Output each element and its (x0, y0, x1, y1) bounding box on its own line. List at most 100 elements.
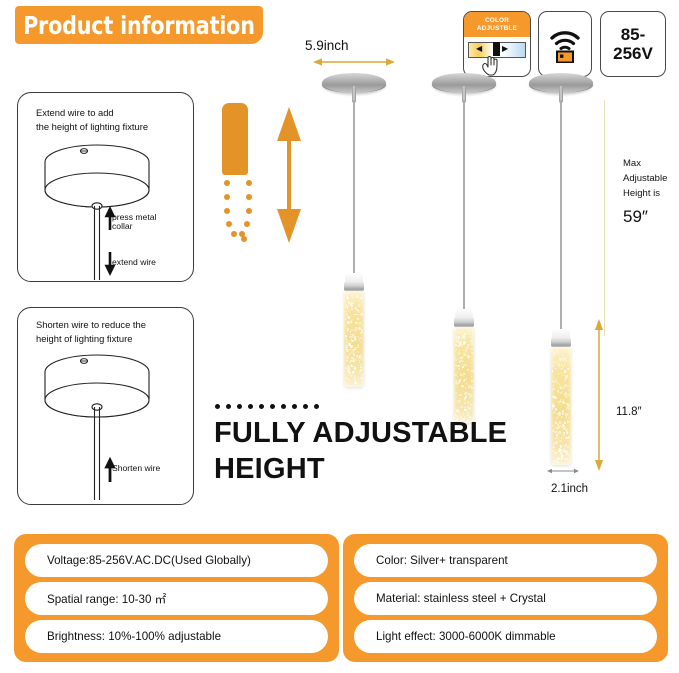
crystal-bubble (462, 366, 464, 368)
crystal-bubble (554, 458, 555, 459)
crystal-bubble (356, 338, 358, 340)
badge-color-line2: ADJUSTBLE (477, 25, 517, 33)
crystal-bubble (565, 396, 566, 397)
crystal-bubble (465, 396, 467, 398)
crystal-bubble (555, 408, 558, 411)
crystal-bubble (464, 339, 465, 340)
crystal-bubble (360, 332, 362, 334)
spec-item-material: Material: stainless steel + Crystal (354, 582, 657, 615)
crystal-bubble (468, 357, 469, 358)
crystal-bubble (472, 410, 474, 412)
crystal-bubble (354, 330, 355, 331)
crystal-bubble (565, 375, 568, 378)
crystal-bubble (347, 340, 348, 341)
crystal-bubble (349, 336, 350, 337)
crystal-bubble (353, 316, 354, 317)
crystal-bubble (470, 348, 472, 350)
crystal-bubble (351, 305, 353, 307)
crystal-bubble (464, 333, 466, 335)
crystal-bubble (470, 366, 472, 368)
orange-dot (226, 221, 232, 227)
crystal-bubble (470, 404, 471, 405)
crystal-bubble (553, 385, 554, 386)
page-title: Product information (23, 11, 255, 40)
crystal-bubble (345, 335, 347, 337)
crystal-bubble (562, 387, 564, 389)
crystal-bubble (461, 332, 463, 334)
headline-dot (270, 404, 275, 409)
crystal-bubble (562, 435, 564, 437)
crystal-bubble (456, 349, 457, 350)
crystal-bubble (567, 385, 569, 387)
headline-dot (303, 404, 308, 409)
spec-panel-right: Color: Silver+ transparent Material: sta… (343, 534, 668, 662)
crystal-bubble (354, 314, 355, 315)
spec-panel-left: Voltage:85-256V.AC.DC(Used Globally) Spa… (14, 534, 339, 662)
crystal-bubble (556, 455, 557, 456)
crystal-bubble (357, 300, 358, 301)
crystal-bubble (362, 325, 364, 327)
crystal-bubble (471, 330, 473, 332)
crystal-bubble (355, 359, 357, 361)
crystal-bubble (563, 365, 565, 367)
crystal-bubble (568, 421, 570, 423)
orange-dot (244, 221, 250, 227)
crystal-bubble (463, 350, 464, 351)
crystal-bubble (464, 342, 466, 344)
crystal-bubble (555, 431, 557, 433)
crystal-bubble (466, 382, 468, 384)
crystal-bubble (568, 410, 569, 411)
badge-voltage-text: 85-256V (613, 25, 653, 63)
crystal-bubble (559, 358, 562, 361)
arrow-shade-height-icon (592, 318, 606, 472)
crystal-bubble (353, 353, 355, 355)
dimension-canopy-width: 5.9inch (305, 38, 349, 53)
crystal-bubble (558, 428, 559, 429)
crystal-bubble (558, 365, 560, 367)
label-press-collar: collar (112, 221, 133, 231)
crystal-bubble (552, 370, 554, 372)
crystal-bubble (553, 443, 555, 445)
crystal-bubble (459, 394, 462, 397)
crystal-bubble (456, 396, 457, 397)
crystal-bubble (567, 437, 569, 439)
crystal-bubble (559, 404, 560, 405)
crystal-bubble (472, 333, 473, 334)
orange-dot (231, 231, 237, 237)
crystal-bubble (355, 322, 357, 324)
crystal-bubble (561, 416, 563, 418)
crystal-bubble (349, 379, 350, 380)
crystal-bubble (466, 353, 467, 354)
crystal-bubble (465, 387, 467, 389)
crystal-bubble (459, 350, 460, 351)
crystal-bubble (569, 362, 570, 363)
crystal-bubble (562, 449, 564, 451)
crystal-bubble (568, 394, 570, 396)
crystal-bubble (457, 376, 458, 377)
canopy-diagram-shorten (32, 350, 182, 500)
headline-line1: FULLY ADJUSTABLE (214, 415, 524, 451)
crystal-bubble (347, 305, 349, 307)
badge-color-adjustable: COLOR ADJUSTBLE ◀ ▶ (463, 11, 531, 77)
crystal-bubble (566, 357, 568, 359)
crystal-bubble (462, 335, 465, 338)
crystal-bubble (458, 352, 460, 354)
crystal-bubble (465, 378, 467, 380)
crystal-bubble (471, 362, 472, 363)
crystal-bubble (461, 345, 463, 347)
crystal-bubble (346, 360, 348, 362)
crystal-bubble (559, 440, 561, 442)
crystal-bubble (558, 392, 559, 393)
crystal-bubble (346, 356, 348, 358)
hand-pointer-icon (480, 54, 506, 76)
crystal-bubble (564, 452, 565, 453)
crystal-bubble (554, 396, 556, 398)
crystal-bubble (553, 366, 554, 367)
badge-color-line1: COLOR (485, 17, 509, 25)
crystal-bubble (565, 417, 566, 418)
crystal-bubble (562, 367, 564, 369)
crystal-bubble (567, 413, 569, 415)
crystal-bubble (555, 363, 557, 365)
crystal-bubble (557, 352, 559, 354)
crystal-bubble (467, 401, 470, 404)
